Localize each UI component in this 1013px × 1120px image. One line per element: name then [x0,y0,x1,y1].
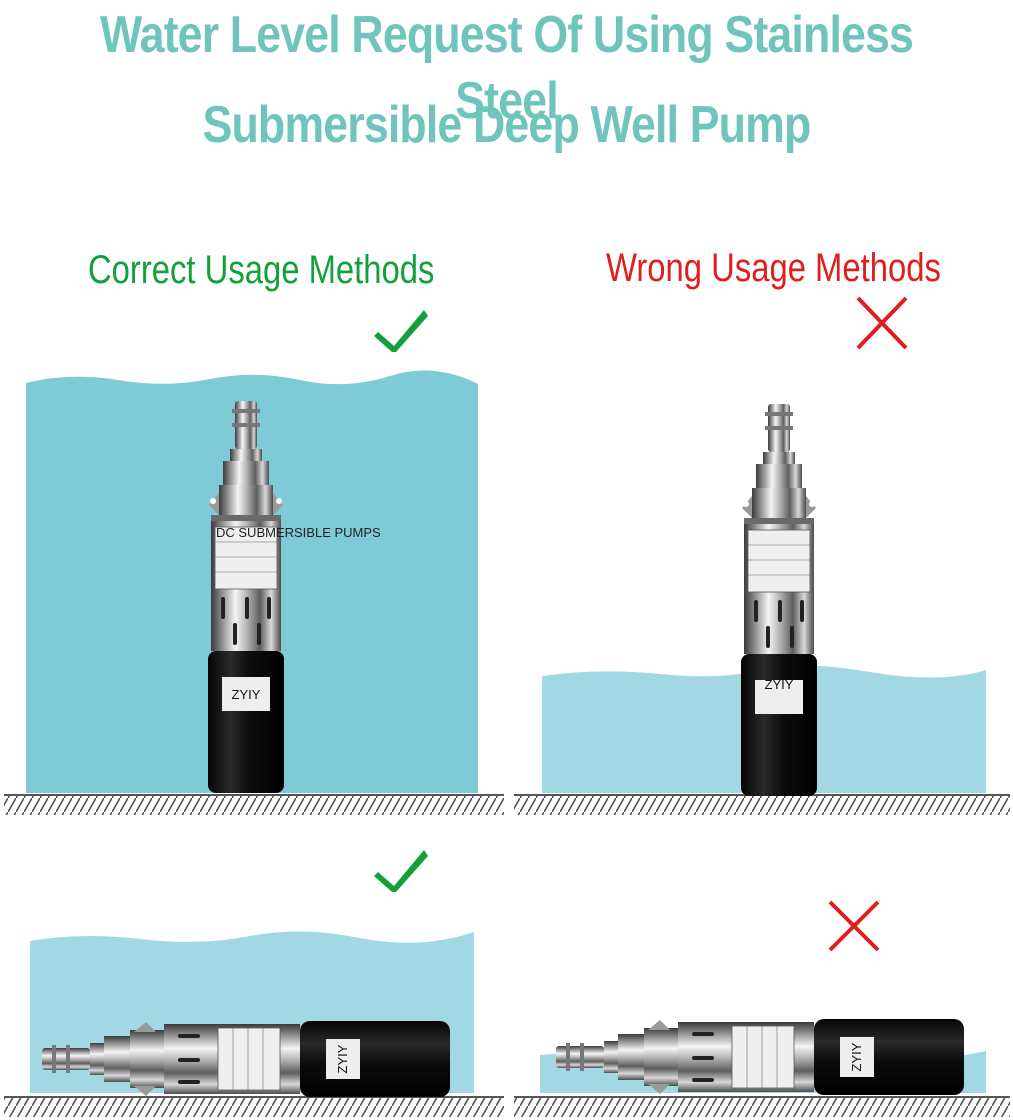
pump-brand-label: ZYIY [232,687,261,702]
panel-bottom-right: ZYIY [514,900,1010,1117]
panel-top-left: ZYIY DC SUBMERSIBLE PUMPS [4,310,504,815]
check-icon [374,310,428,352]
correct-usage-heading: Correct Usage Methods [88,248,435,292]
check-icon [374,850,428,892]
pump-plate-text: DC SUBMERSIBLE PUMPS [216,525,381,540]
pump-brand-label: ZYIY [335,1044,350,1073]
ground-hatch [514,795,1010,815]
ground-hatch [4,1097,504,1117]
pump-brand-label: ZYIY [849,1042,864,1071]
title-line-2: Submersible Deep Well Pump [202,96,811,154]
wrong-usage-heading: Wrong Usage Methods [606,246,941,290]
ground-hatch [514,1097,1010,1117]
panel-bottom-left: ZYIY [4,850,504,1117]
cross-icon [856,296,908,350]
panel-top-right: ZYIY [514,296,1010,815]
pump-vertical [740,403,818,797]
title-line-1: Water Level Request Of Using Stainless S… [99,6,914,130]
ground-hatch [4,795,504,815]
pump-brand-label: ZYIY [765,677,794,692]
cross-icon [828,900,880,952]
